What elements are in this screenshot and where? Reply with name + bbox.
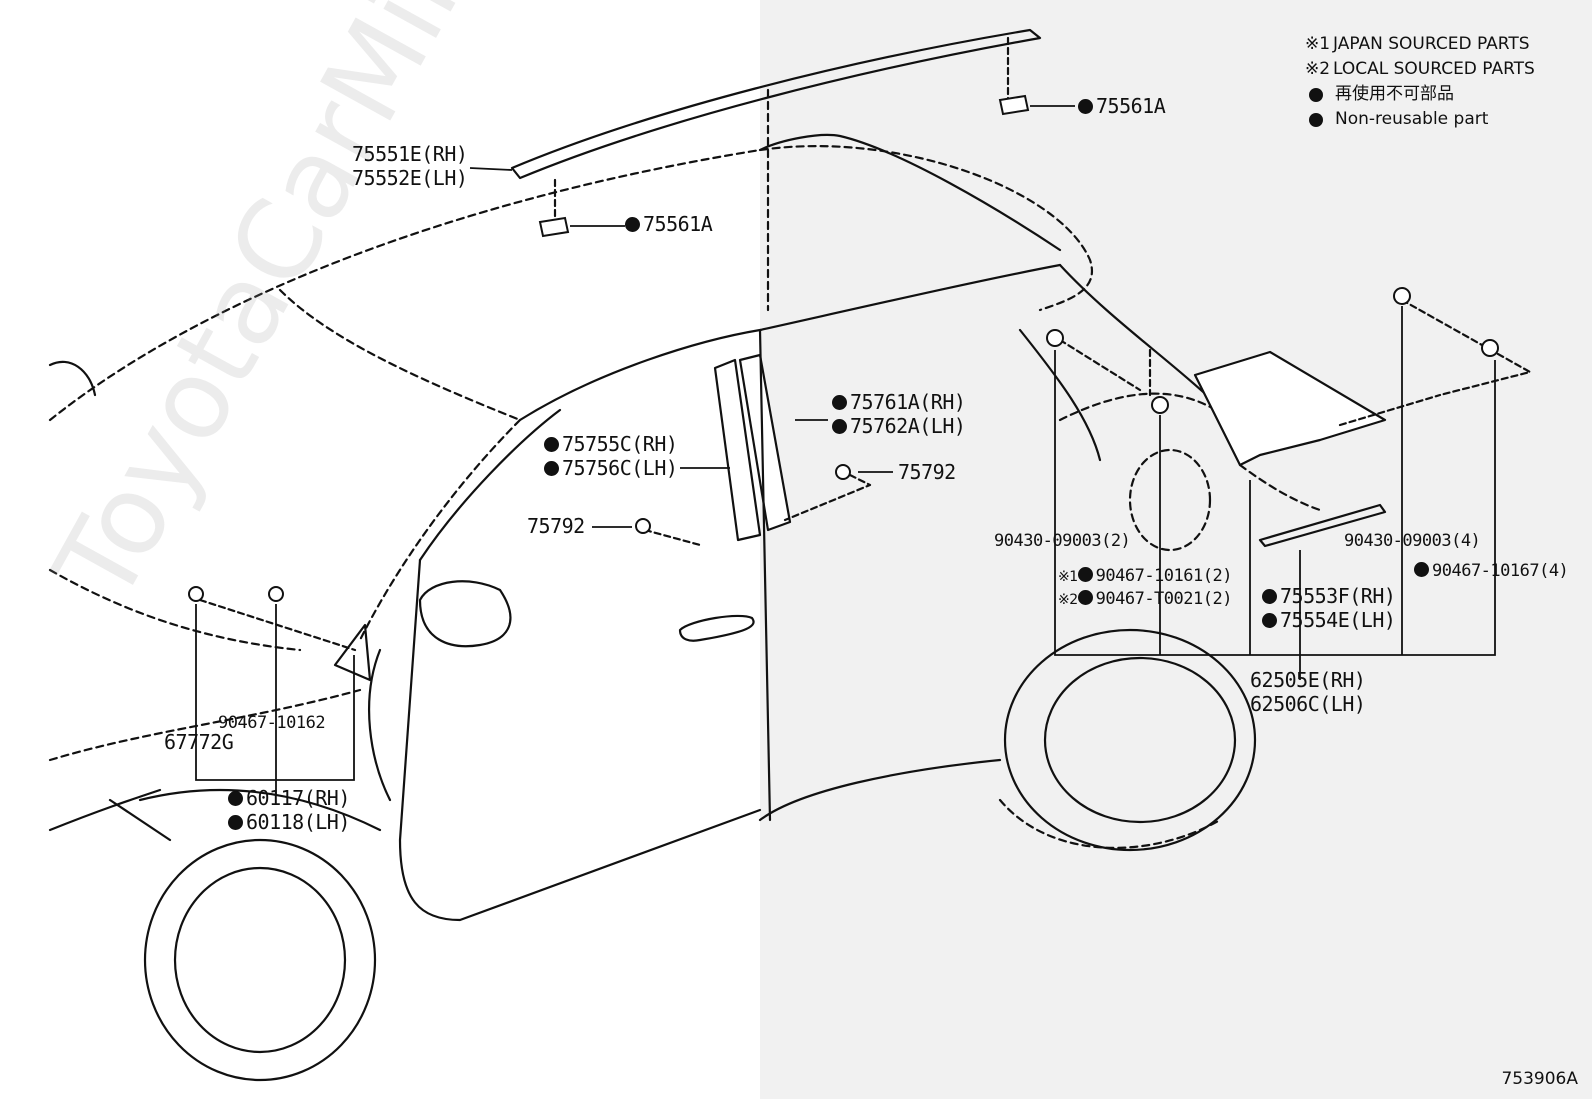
part-label[interactable]: 75755C(RH) (544, 432, 678, 456)
part-label[interactable]: 60118(LH) (228, 810, 350, 834)
part-label[interactable]: 75762A(LH) (832, 414, 966, 438)
part-number: 62506C(LH) (1250, 692, 1366, 716)
fastener-group (188, 94, 1499, 602)
b-pillar-garnish-front (713, 358, 762, 542)
part-label[interactable]: 62505E(RH) (1250, 668, 1366, 692)
roof-molding (510, 28, 1042, 180)
part-number: 75762A(LH) (850, 414, 966, 438)
rear-wheel (1003, 628, 1257, 852)
door-handle (678, 614, 755, 642)
part-label[interactable]: 75792 (898, 460, 956, 484)
japan-mark: ※1 (1058, 569, 1078, 585)
nonreuse-dot-icon (228, 791, 243, 806)
local-mark: ※2 (1305, 59, 1331, 79)
part-number: 75551E(RH) (352, 142, 468, 166)
nonreuse-bullet-icon (1309, 112, 1323, 127)
nonreuse-dot-icon (832, 395, 847, 410)
part-number: 75755C(RH) (562, 432, 678, 456)
part-label[interactable]: 90467-10162 (218, 712, 326, 734)
part-number: 75792 (898, 460, 956, 484)
part-label[interactable]: 75554E(LH) (1262, 608, 1396, 632)
part-number: 75561A (1096, 94, 1166, 118)
part-label[interactable]: ※2 90467-T0021(2) (1058, 588, 1232, 611)
part-label[interactable]: ※1 90467-10161(2) (1058, 565, 1232, 588)
grommet-icon (1393, 287, 1411, 305)
part-label[interactable]: 75561A (1078, 94, 1166, 118)
clip-icon (268, 586, 284, 602)
car-body-outline (48, 28, 1532, 1082)
part-number: 90467-10162 (218, 713, 326, 733)
diagram-code: 753906A (1501, 1069, 1578, 1089)
part-number: 60117(RH) (246, 786, 350, 810)
grommet-icon (1046, 329, 1064, 347)
clip-icon (635, 518, 651, 534)
nonreuse-dot-icon (832, 419, 847, 434)
side-mirror (418, 580, 512, 648)
part-label[interactable]: 90430-09003(2) (994, 530, 1131, 552)
part-number: 67772G (164, 730, 234, 754)
rear-molding (1258, 503, 1387, 548)
grommet-icon (1481, 339, 1499, 357)
legend-nonreuse-jp: 再使用不可部品 (1335, 84, 1454, 104)
legend-nonreuse-en: Non-reusable part (1335, 109, 1489, 129)
part-number: 90430-09003(2) (994, 531, 1131, 551)
legend-local: LOCAL SOURCED PARTS (1333, 59, 1535, 79)
part-label[interactable]: 75756C(LH) (544, 456, 678, 480)
clip-icon (538, 216, 570, 238)
quarter-window-piece (333, 623, 372, 682)
local-mark: ※2 (1058, 592, 1078, 608)
legend-japan: JAPAN SOURCED PARTS (1333, 34, 1530, 54)
nonreuse-dot-icon (1077, 590, 1093, 605)
part-number: 90467-10161(2) (1095, 566, 1233, 586)
part-label[interactable]: 90467-10167(4) (1414, 560, 1569, 582)
nonreuse-dot-icon (625, 217, 640, 232)
part-number: 75553F(RH) (1280, 584, 1396, 608)
part-label[interactable]: 75552E(LH) (352, 166, 468, 190)
part-label[interactable]: 62506C(LH) (1250, 692, 1366, 716)
part-number: 75761A(RH) (850, 390, 966, 414)
part-label[interactable]: 75551E(RH) (352, 142, 468, 166)
clip-icon (188, 586, 204, 602)
front-wheel (143, 838, 377, 1082)
grommet-icon (1151, 396, 1169, 414)
part-number: 75561A (643, 212, 713, 236)
part-number: 90467-T0021(2) (1095, 589, 1233, 609)
clip-icon (998, 94, 1030, 116)
nonreuse-dot-icon (1078, 99, 1093, 114)
nonreuse-dot-icon (1262, 589, 1277, 604)
part-label[interactable]: 75561A (625, 212, 713, 236)
part-label[interactable]: 75553F(RH) (1262, 584, 1396, 608)
nonreuse-dot-icon (1262, 613, 1277, 628)
nonreuse-dot-icon (1077, 567, 1093, 582)
part-label[interactable]: 90430-09003(4) (1344, 530, 1481, 552)
nonreuse-dot-icon (544, 437, 559, 452)
b-pillar-garnish-rear (738, 353, 792, 532)
nonreuse-dot-icon (544, 461, 559, 476)
part-label[interactable]: 60117(RH) (228, 786, 350, 810)
part-number: 90467-10167(4) (1432, 561, 1569, 581)
nonreuse-dot-icon (1414, 562, 1429, 577)
part-number: 75552E(LH) (352, 166, 468, 190)
part-number: 75554E(LH) (1280, 608, 1396, 632)
part-label[interactable]: 75761A(RH) (832, 390, 966, 414)
clip-icon (835, 464, 851, 480)
part-number: 62505E(RH) (1250, 668, 1366, 692)
part-number: 75792 (527, 514, 585, 538)
leader-lines (195, 105, 1496, 795)
part-number: 60118(LH) (246, 810, 350, 834)
japan-mark: ※1 (1305, 34, 1331, 54)
part-label[interactable]: 75792 (527, 514, 585, 538)
part-number: 75756C(LH) (562, 456, 678, 480)
part-label[interactable]: 67772G (164, 730, 234, 754)
nonreuse-bullet-icon (1309, 87, 1323, 102)
part-number: 90430-09003(4) (1344, 531, 1481, 551)
nonreuse-dot-icon (228, 815, 243, 830)
